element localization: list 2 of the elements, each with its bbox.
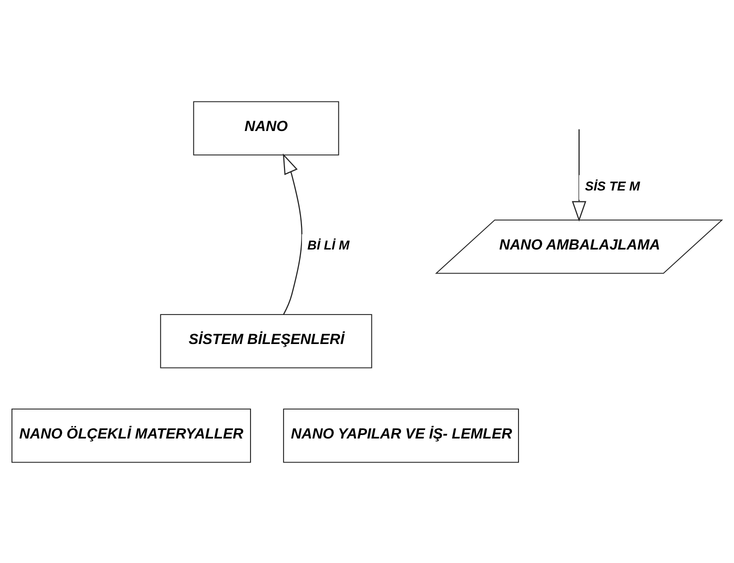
edge-label: Bİ Lİ M bbox=[307, 237, 350, 252]
edge-label: SİS TE M bbox=[585, 178, 640, 193]
